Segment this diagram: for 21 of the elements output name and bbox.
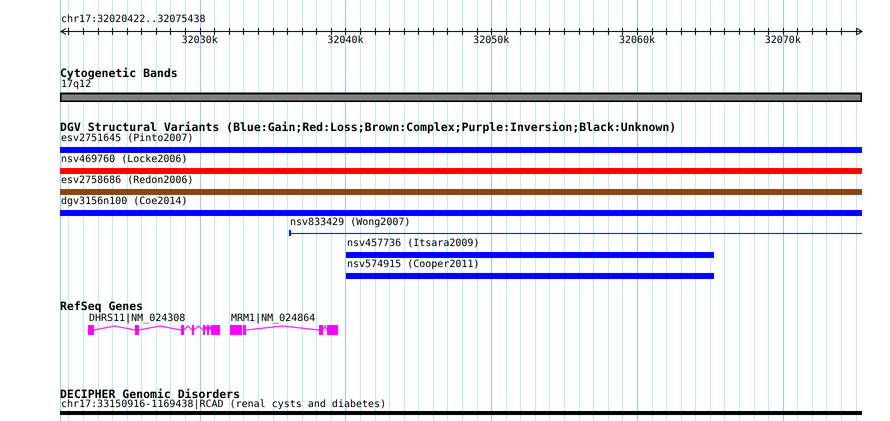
feature-label: esv2758686 (Redon2006) <box>61 175 194 186</box>
feature-label: nsv457736 (Itsara2009) <box>347 238 480 249</box>
tick-label: 32030k <box>182 35 218 46</box>
track-title: RefSeq Genes <box>60 300 144 312</box>
feature-label: nsv574915 (Cooper2011) <box>347 259 480 270</box>
feature-label: nsv833429 (Wong2007) <box>290 217 410 228</box>
region-label: chr17:32020422..32075438 <box>61 14 206 25</box>
tick-label: 32060k <box>618 35 656 46</box>
tick-label: 32040k <box>327 35 364 46</box>
tick-label: 32050k <box>473 35 510 46</box>
feature-label: dgv3156n100 (Coe2014) <box>61 196 188 207</box>
band-label: 17q12 <box>61 79 92 90</box>
gene-label: DHRS11|NM_024308 <box>89 313 186 324</box>
feature-label: nsv469760 (Locke2006) <box>61 154 188 165</box>
feature-label: esv2751645 (Pinto2007) <box>61 133 194 144</box>
tick-label: 32070k <box>764 35 801 46</box>
track-title: DECIPHER Genomic Disorders <box>60 388 240 400</box>
gene-label: MRM1|NM_024864 <box>231 313 316 324</box>
feature-label: chr17:33150916-1169438|RCAD (renal cysts and diabetes) <box>61 399 386 410</box>
track-title: DGV Structural Variants (Blue:Gain;Red:Loss;Brown:Complex;Purple:Inversion;Black:Unknown) <box>60 121 676 133</box>
track-title: Cytogenetic Bands <box>60 67 178 79</box>
